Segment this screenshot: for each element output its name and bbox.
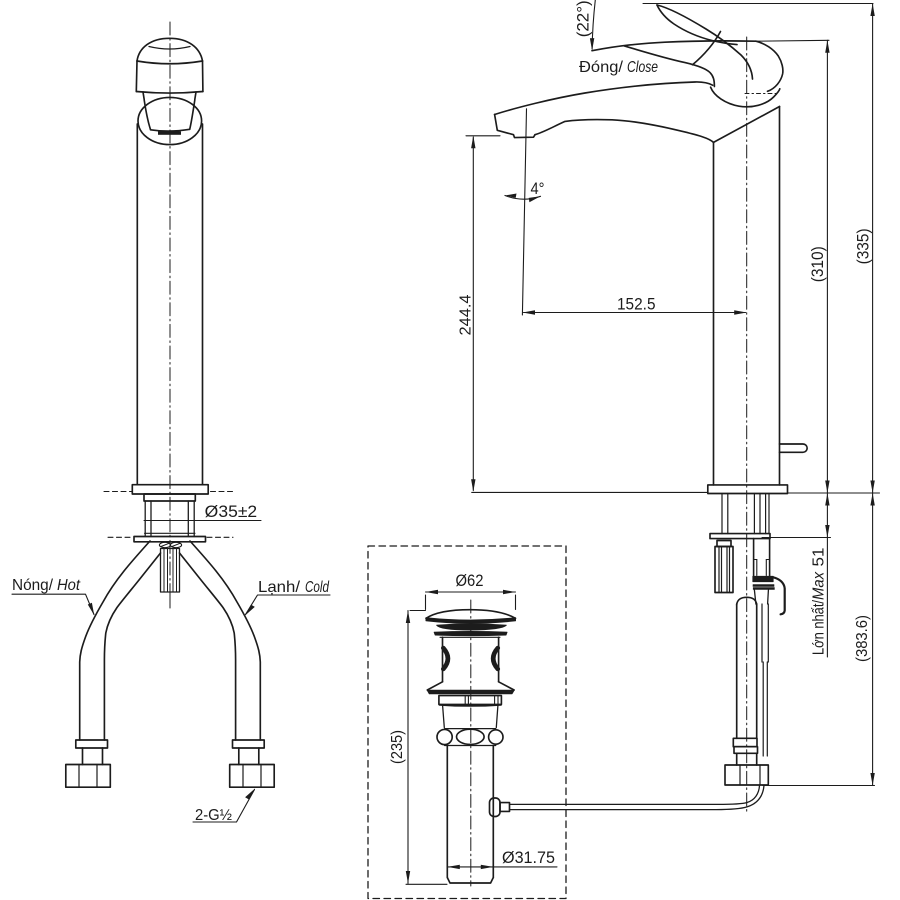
svg-text:51: 51: [811, 548, 828, 567]
svg-text:(310): (310): [808, 246, 827, 282]
svg-text:Max: Max: [811, 571, 828, 600]
svg-text:2-G½: 2-G½: [195, 807, 232, 824]
svg-text:(335): (335): [854, 228, 873, 264]
svg-text:Nóng/: Nóng/: [12, 577, 54, 594]
svg-text:Ø62: Ø62: [456, 571, 484, 590]
svg-text:Đóng/: Đóng/: [579, 59, 624, 76]
svg-text:Close: Close: [627, 59, 658, 76]
svg-text:244.4: 244.4: [458, 294, 475, 335]
svg-text:Lạnh/: Lạnh/: [258, 579, 301, 596]
svg-text:(383.6): (383.6): [854, 615, 871, 662]
svg-text:152.5: 152.5: [617, 295, 656, 314]
svg-text:Hot: Hot: [57, 577, 81, 594]
svg-text:Lớn nhất/: Lớn nhất/: [811, 599, 828, 655]
svg-text:Ø35±2: Ø35±2: [205, 502, 258, 521]
svg-text:(22°): (22°): [574, 0, 593, 37]
svg-text:Cold: Cold: [305, 579, 330, 596]
svg-text:Ø31.75: Ø31.75: [502, 848, 555, 867]
svg-text:(235): (235): [389, 730, 406, 764]
svg-text:4°: 4°: [531, 179, 545, 198]
